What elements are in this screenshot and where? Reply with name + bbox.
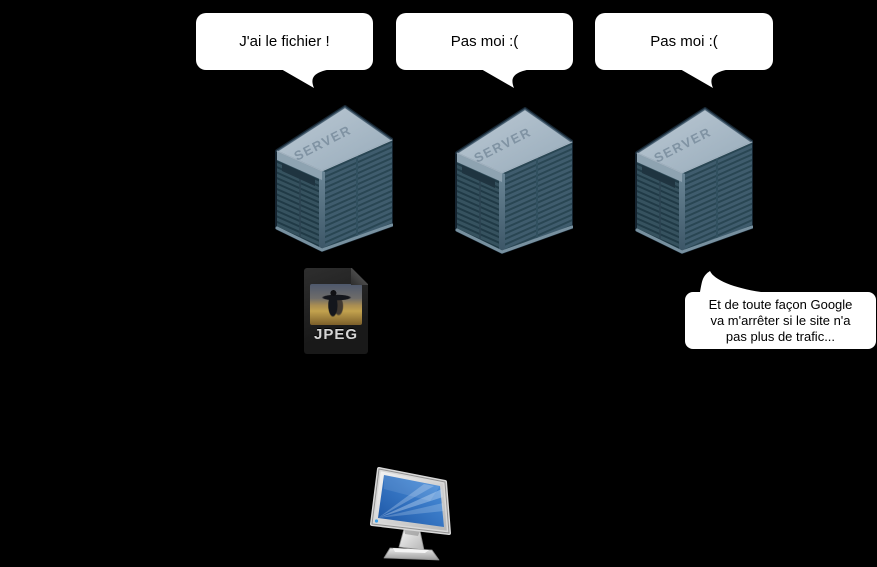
speech-bubble-tail-icon: [281, 69, 332, 88]
page-fold-corner: [351, 268, 368, 285]
speech-bubble-server3: Pas moi :(: [595, 13, 773, 70]
client-computer: [366, 463, 458, 565]
speech-bubble-server3-text: Pas moi :(: [650, 33, 718, 50]
speech-bubble-tail-icon: [700, 271, 761, 292]
speech-bubble-server1: J'ai le fichier !: [196, 13, 373, 70]
speech-bubble-tail-icon: [481, 69, 532, 88]
file-type-label: JPEG: [313, 326, 359, 343]
speech-bubble-google: Et de toute façon Google va m'arrêter si…: [685, 292, 876, 349]
desktop-monitor-icon: [370, 467, 451, 561]
speech-bubble-server1-text: J'ai le fichier !: [239, 33, 330, 50]
server-2: [455, 107, 573, 255]
server-icon: [455, 107, 573, 254]
speech-bubble-server2: Pas moi :(: [396, 13, 573, 70]
speech-bubble-google-text: Et de toute façon Google va m'arrêter si…: [708, 296, 853, 344]
server-3: [635, 107, 753, 255]
server-icon: [635, 107, 753, 254]
server-icon: [275, 105, 393, 252]
power-led: [374, 519, 379, 523]
photo-thumbnail: [310, 284, 362, 325]
speech-bubble-server2-text: Pas moi :(: [450, 33, 519, 50]
jpeg-file-icon: JPEG: [304, 268, 368, 354]
server-1: [275, 105, 393, 253]
speech-bubble-tail-icon: [680, 69, 731, 88]
